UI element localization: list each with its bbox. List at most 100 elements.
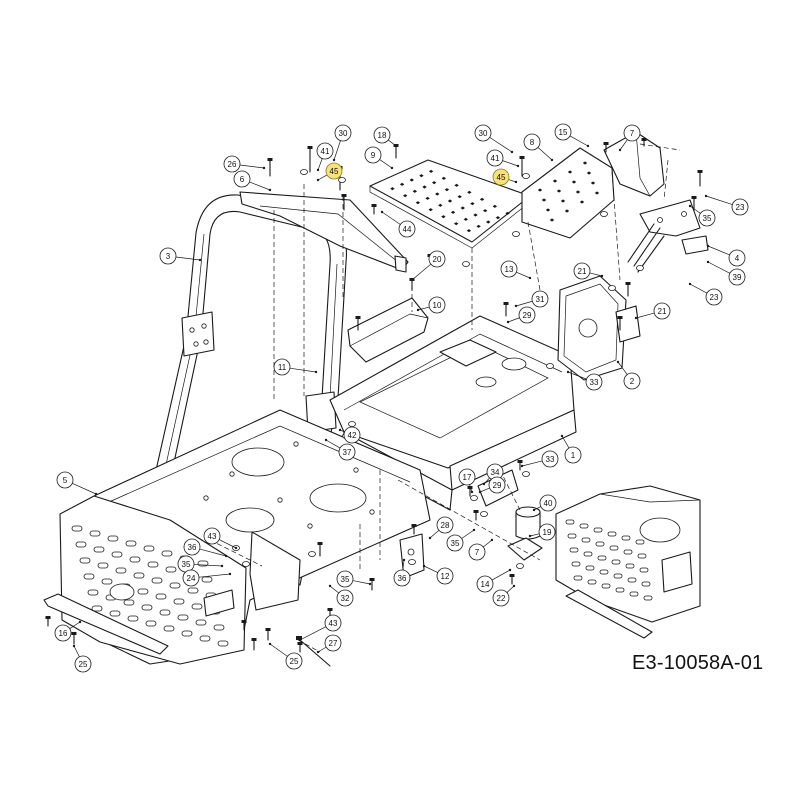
callout-balloon [182, 569, 200, 587]
callout-leader [707, 261, 731, 274]
callout-number: 17 [463, 473, 472, 482]
callout-leader [72, 482, 97, 495]
callout-leader [569, 135, 589, 147]
small-parts [399, 469, 543, 579]
callout-leader-dot [514, 180, 518, 184]
callout-2: 2 [616, 360, 641, 390]
callout-number: 43 [329, 619, 338, 628]
callout-number: 44 [403, 225, 412, 234]
callout-4: 4 [706, 244, 746, 267]
callout-leader-dot [198, 258, 202, 262]
callout-balloon [564, 446, 582, 464]
callout-number: 24 [187, 574, 196, 583]
callout-leader [69, 621, 81, 629]
callout-leader [417, 306, 430, 311]
callout-33: 33 [566, 370, 603, 391]
callout-balloon [705, 288, 723, 306]
callout-number: 39 [733, 273, 742, 282]
callout-balloon [316, 142, 334, 160]
assembly-lines [209, 143, 681, 653]
callout-leader-dot [704, 194, 708, 198]
callout-number: 9 [371, 151, 376, 160]
callout-leader-dot [394, 144, 398, 148]
callout-leader [508, 179, 517, 183]
callout-leader-dot [586, 144, 590, 148]
callout-leader [423, 565, 438, 573]
callout-leader-dot [316, 178, 320, 182]
callout-balloon [74, 655, 92, 673]
callout-balloon [531, 290, 549, 308]
callout-35: 35 [446, 528, 476, 552]
callout-leader-dot [506, 320, 510, 324]
callout-leader-dot [688, 204, 692, 208]
callout-leader [193, 564, 223, 567]
callout-leader [218, 539, 237, 549]
callout-leader-dot [422, 564, 426, 568]
callout-21: 21 [634, 302, 671, 320]
callout-16: 16 [54, 620, 82, 642]
callout-balloon [56, 471, 74, 489]
callout-leader [489, 137, 513, 153]
callout-3: 3 [159, 247, 202, 265]
callout-leader-dot [706, 244, 710, 248]
callout-balloon [233, 170, 251, 188]
callout-balloon [518, 306, 536, 324]
callout-balloon [273, 358, 291, 376]
callout-leader-dot [268, 642, 272, 646]
callout-leader-dot [634, 316, 638, 320]
callout-number: 1 [571, 451, 576, 460]
callout-1: 1 [560, 434, 582, 464]
callout-leader-dot [324, 438, 328, 442]
callout-leader [491, 569, 511, 581]
callout-balloon [731, 198, 749, 216]
callout-35: 35 [688, 204, 716, 227]
callout-balloon [223, 155, 241, 173]
callout-leader-dot [616, 360, 620, 364]
callout-number: 41 [321, 147, 330, 156]
callout-balloon [446, 534, 464, 552]
bumper-bar [43, 593, 169, 655]
callout-leader-dot [490, 538, 494, 542]
callout-leader-dot [332, 158, 336, 162]
callout-43: 43 [203, 527, 238, 550]
callout-balloon [539, 494, 557, 512]
callout-leader-dot [516, 164, 520, 168]
callout-balloon [486, 149, 504, 167]
callout-24: 24 [182, 569, 232, 587]
callout-leader-dot [514, 304, 518, 308]
callout-leader-dot [470, 490, 474, 494]
callout-leader-dot [428, 536, 432, 540]
callout-leader-dot [314, 370, 318, 374]
callout-leader [619, 139, 628, 151]
callout-29: 29 [478, 476, 506, 494]
callout-balloon [324, 614, 342, 632]
callout-number: 8 [530, 138, 535, 147]
callout-number: 33 [546, 455, 555, 464]
callout-number: 22 [497, 594, 506, 603]
callout-leader [317, 646, 327, 653]
callout-25: 25 [268, 642, 303, 670]
callout-leader [402, 559, 405, 571]
callout-number: 15 [559, 128, 568, 137]
callout-balloon [54, 624, 72, 642]
callout-leader [299, 626, 327, 641]
callout-13: 13 [500, 260, 532, 280]
callout-number: 25 [290, 657, 299, 666]
callout-balloon [698, 209, 716, 227]
callout-leader [507, 317, 520, 323]
callout-number: 13 [505, 265, 514, 274]
callout-leader [516, 271, 531, 279]
callout-leader [333, 140, 341, 161]
callout-balloon [336, 570, 354, 588]
callout-balloon [203, 527, 221, 545]
callout-number: 34 [491, 468, 500, 477]
callout-leader-dot [298, 638, 302, 642]
callout-leader [529, 533, 540, 537]
callout-balloon [538, 523, 556, 541]
callout-leader [329, 585, 339, 594]
callout-number: 21 [658, 307, 667, 316]
callout-8: 8 [523, 133, 554, 162]
callout-number: 11 [278, 363, 287, 372]
callout-18: 18 [373, 126, 398, 148]
